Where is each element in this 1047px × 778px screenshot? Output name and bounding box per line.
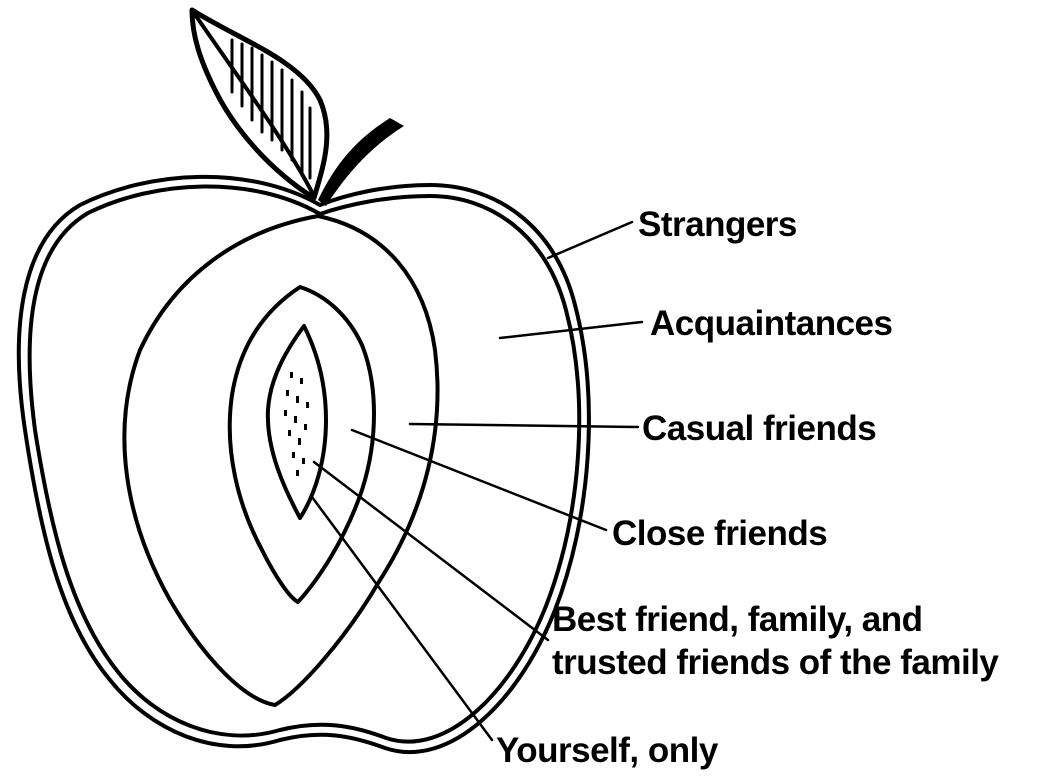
leader-yourself	[312, 497, 492, 740]
core	[268, 326, 326, 518]
apple-skin	[19, 177, 589, 752]
label-best-friend-line1: Best friend, family, and	[552, 600, 923, 639]
label-acquaintances: Acquaintances	[650, 304, 892, 343]
label-strangers: Strangers	[638, 205, 797, 244]
label-yourself: Yourself, only	[496, 731, 719, 770]
acquaintances-ring	[124, 216, 437, 705]
leader-casual-friends	[410, 424, 638, 427]
leader-strangers	[548, 222, 632, 258]
seed-icon	[284, 372, 309, 476]
leader-close-friends	[352, 430, 606, 530]
leader-best-friend	[314, 462, 548, 640]
label-best-friend-line2: trusted friends of the family	[552, 643, 999, 682]
label-casual-friends: Casual friends	[642, 409, 876, 448]
leaf-icon	[192, 10, 327, 198]
casual-friends-ring	[230, 287, 374, 602]
label-close-friends: Close friends	[612, 514, 827, 553]
